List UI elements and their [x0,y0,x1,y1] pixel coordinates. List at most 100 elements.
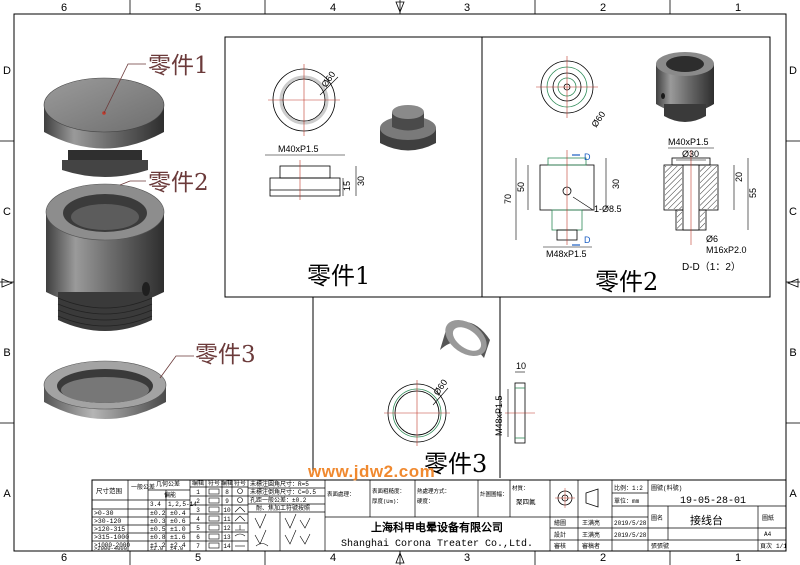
part1-title: 零件1 [307,262,370,290]
part2-thread-m16: M16xP2.0 [706,245,747,255]
sym-head-1: 编辑 [192,479,204,487]
tol-col-general: 一般公差 [131,483,155,491]
note-fillet: 未標注圓角尺寸：R=5 [250,480,309,488]
part2-marker-bottom: D [584,235,591,245]
part2-dim-55: 55 [748,188,758,198]
tb-person-review: 審稿者 [582,542,600,550]
sym-head-4: 符号 [234,479,246,487]
sym-left-7: 7 [196,543,200,550]
tol-row-5-range-visible: >2000-4000 [94,545,127,552]
tolerance-table: 尺寸范围 一般公差 几何公差 偏能 3.4 1,2,5-14 >0-30 ±0.… [94,480,197,549]
part2-dim-70: 70 [503,194,513,204]
sym-left-6: 6 [196,534,200,541]
sym-right-8: 8 [225,489,229,496]
zone-bottom-2: 2 [600,552,606,564]
part3-title: 零件3 [424,450,487,478]
tb-unit: 單位：mm [614,497,640,505]
tol-row-0-a: ±0.2 [150,510,166,517]
tol-row-0-b: ±0.4 [170,510,186,517]
tol-row-2-a: ±0.5 [150,526,166,533]
finish-thick-label: 厚度(Um)： [372,497,402,505]
tol-row-3-range: >315-1000 [94,534,129,541]
part1-dim-15: 15 [342,181,352,191]
part2-render [45,183,165,331]
tol-row-1-range: >30-120 [94,518,121,525]
title-block-lines [91,479,787,552]
sym-head-3: 编辑 [221,479,233,487]
tol-row-2-range: >120-315 [94,526,125,533]
tol-row-0-range: >0-30 [94,510,114,517]
tb-person-draw: 王满亮 [582,519,600,527]
tb-role-draw: 繪圖 [554,519,566,527]
note-finish: 耐、焦加工符號按照 [256,504,310,512]
finish-row: 表面處理： 表面粗糙度： 厚度(Um)： 熱處理方式： 硬度： 計圖圖幅： 材質… [327,484,536,506]
part3-dia-label: Ø60 [431,377,449,397]
tb-person-design: 王满亮 [582,531,600,539]
part2-section-label: D-D（1：2） [682,261,741,273]
zone-top-1: 1 [735,2,741,14]
sym-left-2: 2 [196,498,200,505]
tol-col-geo-sub: 偏能 [164,491,176,499]
finish-material-label: 材質： [512,484,529,492]
tb-role-design: 設計 [554,531,566,539]
sym-head-2: 符号 [208,479,220,487]
part2-dim-30: 30 [611,179,621,189]
part2-dia-label: Ø60 [589,109,607,129]
part2-drawing [515,56,749,248]
part2-hole-label: 1-Ø8.5 [594,204,622,214]
note-chamfer: 未標注倒角尺寸：C=0.5 [250,488,316,496]
zone-numbers-top: 6 5 4 3 2 1 [61,2,741,14]
zone-bottom-4: 4 [330,552,336,564]
note-hole-tol: 孔距一般公差：±0.2 [250,496,307,504]
tol-row-3-b: ±1.6 [170,534,186,541]
zone-bottom-3: 3 [464,552,470,564]
sym-left-4: 4 [196,516,200,523]
company-name-cn: 上海科甲电晕设备有限公司 [371,520,503,534]
tb-drawing-no-label: 圖號(料號) [651,484,682,492]
general-notes: 未標注圓角尺寸：R=5 未標注倒角尺寸：C=0.5 孔距一般公差：±0.2 耐、… [250,480,316,512]
part1-drawing [265,64,357,200]
zone-numbers-bottom: 6 5 4 3 2 1 [61,552,741,564]
zone-top-5: 5 [195,2,201,14]
tol-row-4-a: ±1.2 [150,542,166,549]
tol-col-range: 尺寸范围 [96,486,122,495]
tb-drawing-no: 19-05-28-01 [680,496,746,507]
finish-size-label: 計圖圖幅： [480,490,508,498]
part1-thread-label: M40xP1.5 [278,144,319,154]
zone-left-a: A [3,488,11,500]
sym-right-13: 13 [223,534,231,541]
tol-row-4-b: ±2.4 [170,542,186,549]
view-frames [224,36,771,478]
watermark: www.jdw2.com [308,462,436,481]
zone-right-c: C [789,206,797,218]
finish-heat-label: 熱處理方式： [417,487,450,495]
sym-left-3: 3 [196,507,200,514]
tol-row-4-range: >1000-2000 [94,542,130,549]
sym-right-11: 11 [223,516,231,523]
tol-sub-1: 3.4 [150,501,161,508]
part2-title: 零件2 [595,268,658,296]
sym-right-12: 12 [223,525,231,532]
tol-row-2-b: ±1.0 [170,526,186,533]
tb-sheet-label: 張張號 [651,542,669,550]
tolerance-table-last: >2000-4000 ±2.0 ±4.0 [94,545,183,552]
callout-part3: 零件3 [195,342,256,368]
part2-dim-20: 20 [734,172,744,182]
tol-sub-2: 1,2,5-14 [168,501,197,508]
sym-right-10: 10 [223,507,231,514]
symbol-table: 编辑 符号 编辑 符号 1 2 3 4 5 6 7 8 9 10 11 12 1… [192,479,246,550]
part2-marker-top: D [584,152,591,162]
zone-top-6: 6 [61,2,67,14]
zone-left-d: D [3,65,11,77]
tb-name-label: 圖名 [651,514,663,522]
sym-left-1: 1 [196,489,200,496]
part2-dia6: Ø6 [706,234,718,244]
tb-name: 接线台 [690,513,723,528]
tb-page-label: 頁次 [760,542,772,550]
part2-3d-small [656,52,714,122]
part2-section-hatch [665,166,717,229]
finish-surface-label: 表面處理： [327,490,355,498]
zone-right-b: B [789,347,796,359]
part1-render [43,77,165,177]
